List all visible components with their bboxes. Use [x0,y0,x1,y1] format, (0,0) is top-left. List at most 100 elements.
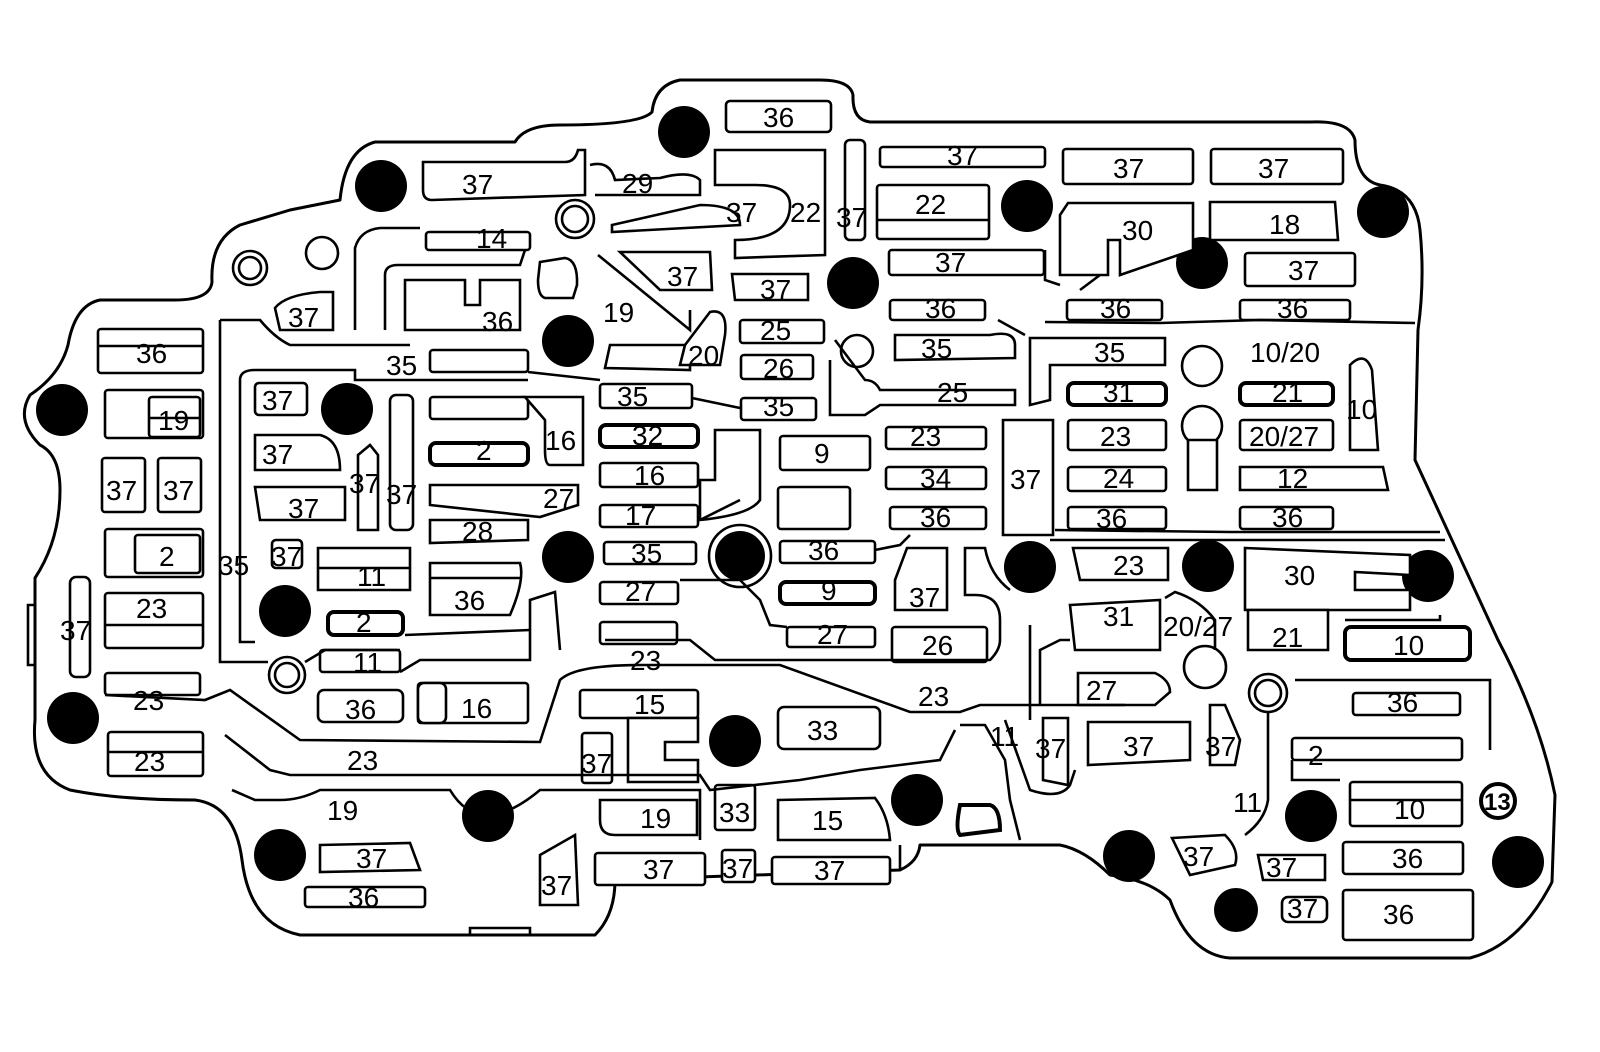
channel-label: 35 [386,350,417,381]
channel [1238,381,1335,407]
channel-label: 37 [909,582,940,613]
channel [778,434,872,472]
channel-label: 18 [1269,209,1300,240]
channel-label: 23 [1113,550,1144,581]
channel [778,580,877,606]
channel [1256,853,1327,882]
channel-label: 9 [821,575,837,606]
channel [428,561,523,617]
channel-label: 37 [1183,841,1214,872]
check-ball [1103,830,1155,882]
channel-label: 35 [631,538,662,569]
channel [270,538,304,570]
channel-label: 36 [1383,899,1414,930]
channel-label: 27 [543,483,574,514]
orifice-hole [1253,678,1283,708]
check-ball [254,829,306,881]
channel-label: 15 [634,689,665,720]
channel [598,620,679,646]
passage [1043,250,1061,287]
channel-label: 37 [722,853,753,884]
channel [598,503,700,529]
channel-label: 30 [1122,215,1153,246]
channel [738,318,826,345]
channel [1061,147,1195,186]
check-ball [1492,836,1544,888]
channel [1209,147,1345,186]
channel [1238,418,1335,452]
channel-label: 37 [947,140,978,171]
channel-label: 10 [1394,794,1425,825]
passage [597,253,692,333]
channel [1290,736,1464,762]
channel [1071,546,1170,582]
channel [598,798,699,837]
check-ball [1402,550,1454,602]
check-ball [542,531,594,583]
channel-label: 35 [1094,337,1125,368]
channel-label: 10 [1393,630,1424,661]
plate-outline [22,78,1557,960]
channel [778,539,877,565]
channel-label: 37 [288,493,319,524]
channel-label: 20/27 [1163,611,1233,642]
channel-label: 2 [356,607,372,638]
passage [1003,719,1077,796]
plate-edge-tab [26,603,35,667]
channel [1169,833,1238,877]
orifice-hole [273,661,301,689]
channel [610,203,742,234]
channel-label: 36 [454,585,485,616]
passage [104,663,1125,744]
channel [1238,505,1335,531]
channel-label: 19 [640,803,671,834]
channel [739,396,818,422]
passage [960,723,1022,841]
channel-label: 12 [1277,463,1308,494]
channel [428,483,580,519]
channel-label: 37 [1266,852,1297,883]
channel-label: 36 [1272,502,1303,533]
channel [96,327,205,375]
channel [1076,671,1172,707]
check-ball [891,774,943,826]
orifice-hole [237,255,263,281]
channel-label: 23 [347,745,378,776]
channel-label: 36 [808,535,839,566]
passage [383,249,527,330]
passage [1244,712,1270,837]
channel-label: 2 [476,435,492,466]
channel [785,625,877,649]
channel-label: 32 [632,420,663,451]
channel-label: 37 [1123,731,1154,762]
channel [893,332,1017,362]
channel [424,230,532,252]
channel-label: 37 [349,468,380,499]
channel-label: 16 [545,425,576,456]
passage [238,368,528,382]
channel-13-circle [1479,782,1517,820]
channel-label: 37 [1010,464,1041,495]
passage [589,162,702,197]
channel [428,441,530,467]
channel-label: 37 [726,197,757,228]
channel [626,716,700,784]
check-ball [658,106,710,158]
plate-bottom-tab [468,926,532,935]
channel-label: 36 [1277,293,1308,324]
orifice-hole [304,235,340,271]
channel [713,783,757,832]
channel-label: 36 [348,882,379,913]
channel [955,803,1003,838]
channel-label: 36 [1096,503,1127,534]
channel [133,533,202,575]
channel-label: 10/20 [1250,337,1320,368]
orifice-hole [1180,344,1224,388]
check-ball [1004,541,1056,593]
channel [698,428,762,522]
channel-label: 36 [1100,293,1131,324]
channel-label: 27 [817,619,848,650]
channel [776,485,852,531]
channel-label: 37 [935,247,966,278]
